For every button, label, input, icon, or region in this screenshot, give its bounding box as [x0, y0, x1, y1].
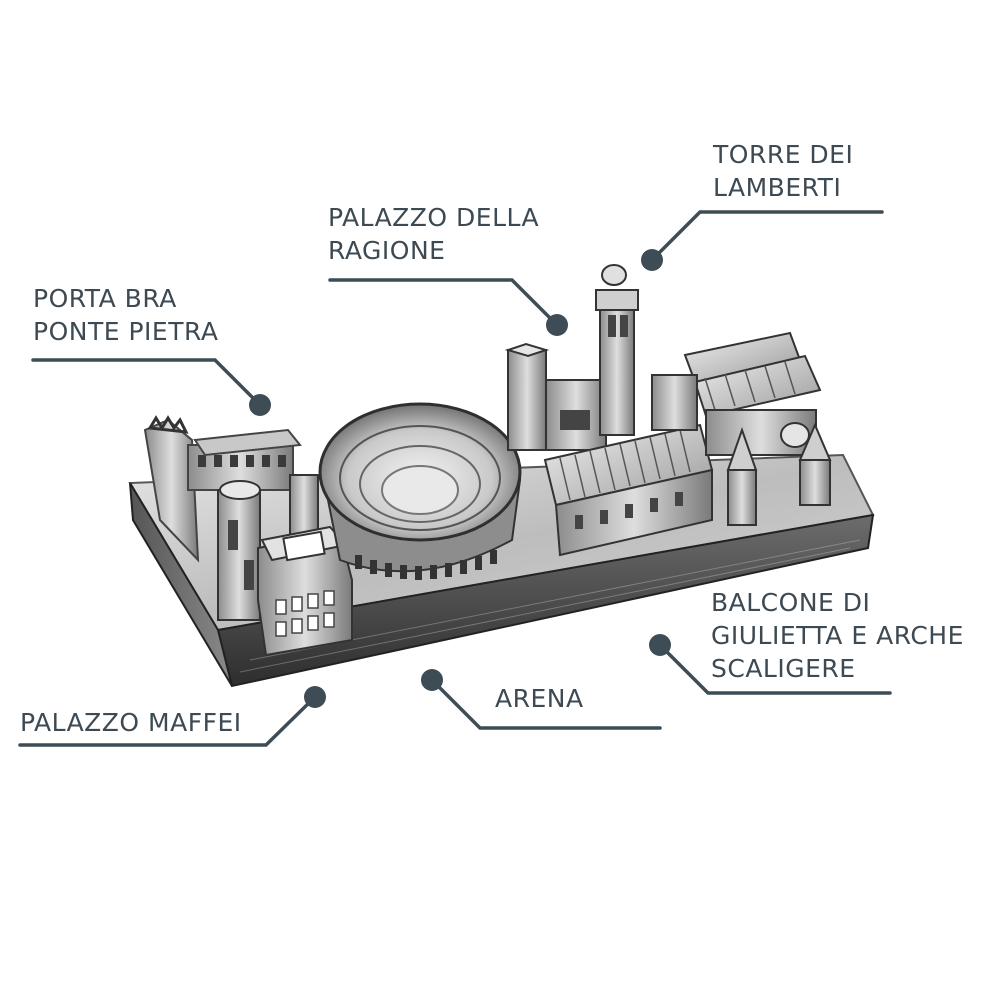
- label-maffei-line1: PALAZZO MAFFEI: [20, 708, 242, 737]
- leader-maffei: [18, 695, 317, 747]
- callout-dots: [249, 249, 671, 708]
- ponte-pietra-model: [217, 474, 319, 621]
- dot-maffei: [304, 686, 326, 708]
- palazzo-ragione-model: [504, 342, 607, 451]
- label-torre-lamberti: TORRE DEI LAMBERTI: [713, 138, 853, 204]
- label-porta-bra: PORTA BRA PONTE PIETRA: [33, 282, 218, 348]
- leader-torre: [650, 210, 884, 262]
- label-porta-bra-line2: PONTE PIETRA: [33, 317, 219, 346]
- leader-palazzo-ragione: [328, 278, 559, 327]
- label-palazzo-maffei: PALAZZO MAFFEI: [20, 706, 242, 739]
- dot-arena: [421, 669, 443, 691]
- piazza-building-model: [543, 423, 714, 557]
- dot-torre: [641, 249, 663, 271]
- leader-arena: [430, 678, 662, 730]
- arche-scaligere-model: [726, 422, 832, 526]
- leader-porta-bra: [31, 358, 262, 407]
- label-arena: ARENA: [495, 682, 584, 715]
- leader-balcone: [658, 643, 892, 695]
- mercato-buildings-model: [651, 331, 822, 456]
- dot-porta-bra: [249, 394, 271, 416]
- label-balcone-giulietta: BALCONE DI GIULIETTA E ARCHE SCALIGERE: [711, 586, 964, 685]
- label-ragione-line2: RAGIONE: [328, 236, 446, 265]
- base-left-side: [129, 482, 233, 687]
- arena-model: [318, 402, 522, 580]
- callout-lines: [18, 210, 892, 747]
- label-arena-line1: ARENA: [495, 684, 584, 713]
- label-balcone-line3: SCALIGERE: [711, 654, 856, 683]
- palazzo-maffei-model: [257, 525, 353, 657]
- torre-lamberti-model: [595, 264, 639, 436]
- label-porta-bra-line1: PORTA BRA: [33, 284, 177, 313]
- label-torre-line2: LAMBERTI: [713, 173, 842, 202]
- label-balcone-line1: BALCONE DI: [711, 588, 871, 617]
- dot-balcone: [649, 634, 671, 656]
- label-torre-line1: TORRE DEI: [713, 140, 854, 169]
- label-ragione-line1: PALAZZO DELLA: [328, 203, 540, 232]
- label-palazzo-ragione: PALAZZO DELLA RAGIONE: [328, 201, 539, 267]
- dot-palazzo-ragione: [546, 314, 568, 336]
- label-balcone-line2: GIULIETTA E ARCHE: [711, 621, 964, 650]
